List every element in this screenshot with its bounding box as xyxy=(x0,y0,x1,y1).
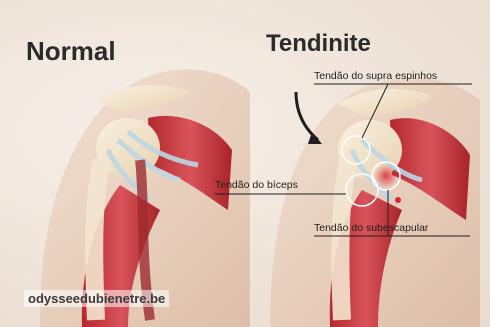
supraspinatus-label: Tendão do supra espinhos xyxy=(314,70,437,82)
watermark: odysseedubienetre.be xyxy=(24,290,169,307)
subscapularis-label: Tendão do subescapular xyxy=(314,222,428,234)
normal-shoulder xyxy=(40,70,250,327)
biceps-label: Tendão do bíceps xyxy=(215,179,298,191)
tendinitis-title: Tendinite xyxy=(266,30,371,58)
normal-title: Normal xyxy=(26,36,116,67)
